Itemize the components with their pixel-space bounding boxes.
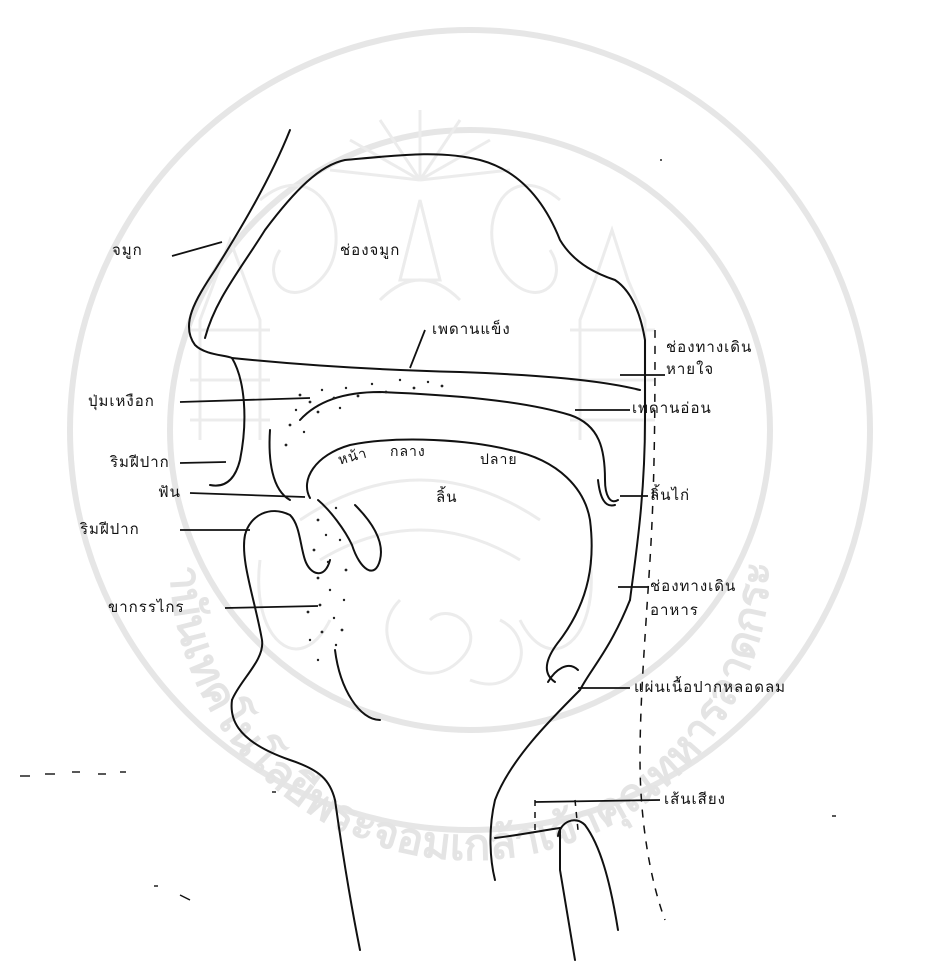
- label-soft-palate: เพดานอ่อน: [632, 401, 712, 416]
- label-jaw: ขากรรไกร: [108, 600, 185, 615]
- label-teeth: ฟัน: [158, 485, 181, 500]
- tongue-outline: [307, 440, 592, 682]
- airway-dashed-line: [640, 330, 665, 920]
- nasal-cavity-outline: [205, 154, 645, 600]
- label-epiglottis: แผ่นเนื้อปากหลอดลม: [634, 680, 786, 695]
- label-airway: ช่องทางเดินหายใจ: [666, 336, 766, 380]
- chin-outline: [232, 535, 262, 700]
- label-uvula: ลิ้นไก่: [650, 488, 690, 503]
- jaw-inner-outline: [318, 500, 381, 571]
- label-tongue: ลิ้น: [436, 490, 457, 505]
- throat-front-outline: [232, 700, 360, 950]
- nose-outline: [189, 130, 290, 358]
- palate-outline: [232, 358, 640, 390]
- upper-lip-outline: [210, 358, 244, 486]
- label-tongue-middle: กลาง: [390, 445, 426, 459]
- label-nose: จมูก: [112, 243, 143, 258]
- label-hard-palate: เพดานแข็ง: [432, 322, 511, 337]
- trachea-dashed-line: [535, 800, 578, 835]
- larynx-outline-2: [560, 828, 575, 960]
- label-lower-lip: ริมฝีปาก: [80, 522, 140, 537]
- jaw-underside-outline: [335, 650, 380, 720]
- upper-teeth-outline: [270, 430, 290, 500]
- specks: [20, 160, 836, 900]
- stippling: [285, 379, 444, 661]
- larynx-outline: [495, 828, 560, 838]
- label-upper-lip: ริมฝีปาก: [110, 455, 170, 470]
- label-vocal-cords: เส้นเสียง: [664, 792, 726, 807]
- label-tongue-back: ปลาย: [480, 453, 518, 467]
- label-alveolar-ridge: ปุ่มเหงือก: [88, 394, 155, 409]
- label-food-passage: ช่องทางเดินอาหาร: [650, 574, 740, 622]
- label-nasal-cavity: ช่องจมูก: [340, 243, 400, 258]
